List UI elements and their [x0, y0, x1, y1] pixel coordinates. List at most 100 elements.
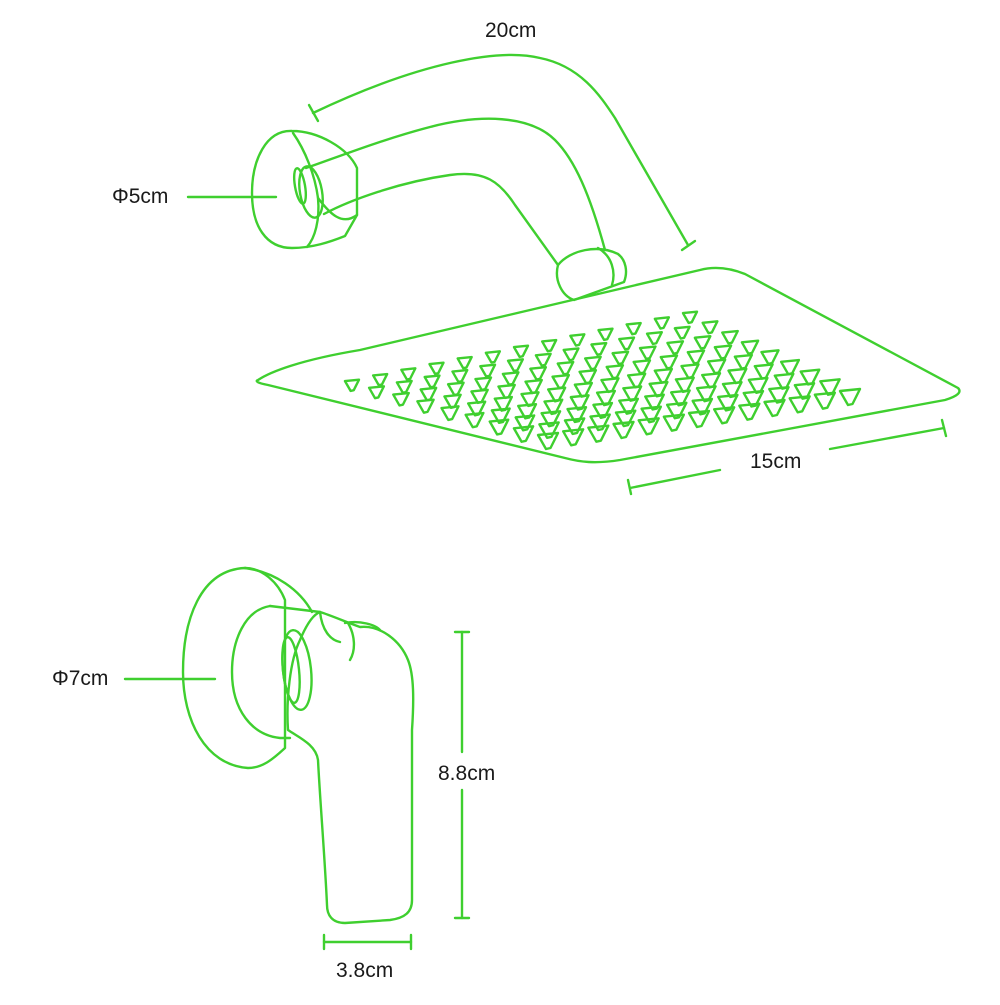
nozzle: [367, 385, 386, 400]
nozzle: [799, 368, 821, 386]
nozzle: [701, 372, 722, 389]
nozzle: [524, 378, 543, 395]
nozzle: [691, 397, 714, 416]
nozzle: [419, 386, 438, 402]
head-connector: [555, 246, 628, 302]
nozzle: [753, 363, 774, 380]
nozzle: [760, 349, 780, 366]
nozzle-grid: [343, 310, 862, 451]
nozzle: [561, 428, 585, 447]
nozzle: [597, 327, 614, 342]
nozzle: [687, 409, 711, 429]
nozzle: [583, 355, 602, 371]
nozzle: [488, 418, 510, 436]
nozzle: [742, 389, 765, 408]
nozzle: [540, 338, 558, 353]
nozzle: [456, 355, 473, 370]
nozzle: [589, 413, 611, 432]
nozzle: [423, 374, 441, 389]
nozzle: [653, 367, 674, 384]
nozzle: [738, 402, 761, 421]
nozzle: [514, 414, 536, 432]
nozzle: [556, 360, 575, 376]
nozzle: [653, 316, 671, 330]
flange-diameter-label: Φ5cm: [112, 185, 169, 208]
nozzle: [706, 358, 727, 375]
nozzle: [640, 405, 663, 424]
nozzle: [506, 358, 525, 373]
head-width-dimension: [626, 418, 948, 496]
nozzle: [625, 321, 642, 336]
nozzle: [645, 330, 663, 346]
nozzle: [659, 354, 679, 370]
nozzle: [693, 334, 712, 350]
nozzle: [590, 341, 608, 357]
nozzle: [343, 378, 361, 393]
nozzle: [740, 339, 760, 355]
nozzle: [440, 405, 460, 422]
nozzle: [484, 350, 502, 364]
nozzle: [717, 393, 739, 412]
handle-height-label: 8.8cm: [438, 762, 496, 785]
nozzle: [788, 395, 811, 414]
nozzle: [813, 391, 837, 410]
handle-width-label: 3.8cm: [336, 959, 394, 982]
nozzle: [474, 376, 493, 392]
nozzle: [611, 350, 630, 366]
nozzle: [416, 398, 435, 414]
nozzle: [587, 424, 610, 443]
nozzle: [392, 391, 410, 407]
nozzle: [662, 413, 686, 432]
nozzle: [540, 410, 562, 428]
nozzle: [529, 365, 548, 381]
nozzle: [680, 363, 700, 380]
nozzle: [501, 371, 520, 386]
nozzle: [632, 359, 652, 375]
nozzle: [605, 364, 625, 380]
nozzle: [713, 344, 733, 360]
lever-handle: [286, 610, 415, 925]
nozzle: [727, 367, 748, 385]
handle-width-dimension: [322, 933, 413, 951]
nozzle: [618, 336, 636, 351]
nozzle: [395, 379, 413, 394]
nozzle: [578, 368, 598, 385]
nozzle: [536, 431, 560, 451]
nozzle: [712, 406, 736, 425]
nozzle: [618, 397, 640, 415]
nozzle: [592, 401, 614, 420]
nozzle: [638, 345, 657, 361]
valve-trim-plate: [123, 566, 314, 770]
nozzle: [464, 411, 485, 429]
valve-plate-diameter-label: Φ7cm: [52, 667, 109, 690]
nozzle: [534, 352, 552, 367]
nozzle: [626, 372, 647, 389]
nozzle: [479, 363, 497, 378]
nozzle: [612, 420, 635, 440]
nozzle: [681, 310, 699, 325]
nozzle: [562, 347, 580, 362]
arm-length-dimension: [307, 53, 697, 252]
nozzle: [600, 377, 620, 394]
shower-head: [255, 266, 961, 464]
nozzle: [446, 381, 465, 397]
nozzle: [371, 372, 389, 387]
nozzle: [512, 344, 530, 359]
shower-arm: [292, 117, 607, 267]
nozzle: [838, 387, 862, 407]
nozzle: [768, 385, 790, 404]
nozzle: [665, 401, 688, 420]
nozzle: [674, 376, 695, 394]
nozzle: [763, 398, 786, 418]
nozzle: [673, 325, 691, 340]
head-width-label: 15cm: [750, 450, 802, 473]
arm-length-label: 20cm: [485, 19, 537, 42]
nozzle: [551, 373, 571, 390]
nozzle: [563, 417, 586, 436]
nozzle: [701, 320, 719, 335]
handle-height-dimension: [453, 630, 471, 920]
nozzle: [637, 417, 660, 436]
nozzle: [686, 349, 706, 365]
